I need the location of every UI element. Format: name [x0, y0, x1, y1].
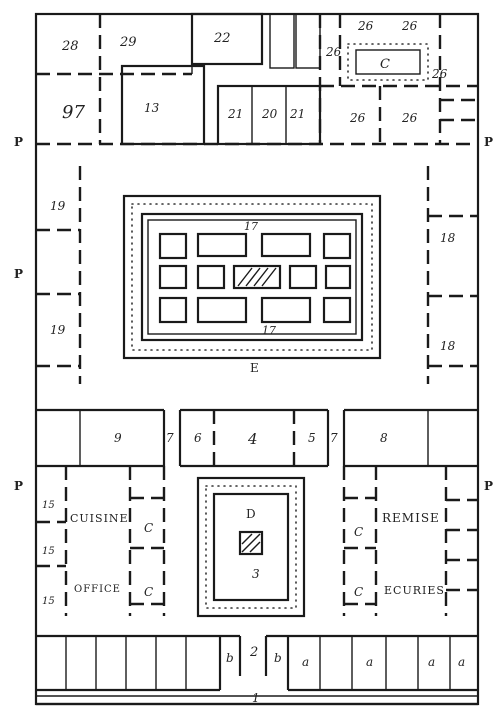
room-13 [120, 64, 206, 146]
atrium-outer [196, 476, 306, 618]
label-shop-b: b [226, 651, 234, 665]
label-c: C [144, 585, 153, 599]
label-room-21: 21 [227, 107, 243, 121]
central-basin [232, 264, 282, 290]
label-vestibule-2: 2 [249, 645, 258, 660]
label-room-20: 20 [261, 107, 278, 121]
label-room-26: 26 [401, 19, 418, 33]
label-room-28: 28 [61, 39, 79, 54]
label-shop-a: a [458, 655, 465, 669]
atrium-inner [212, 492, 290, 602]
atrium [196, 476, 306, 618]
label-room-5: 5 [308, 431, 316, 445]
label-room-13: 13 [144, 101, 160, 115]
label-cuisine: CUISINE [70, 512, 129, 525]
label-room-15: 15 [42, 546, 55, 557]
label-room-22: 22 [213, 31, 231, 46]
label-room-7: 7 [330, 431, 338, 445]
label-shop-a: a [366, 655, 373, 669]
label-portico: P [484, 135, 493, 149]
label-room-97: 97 [62, 102, 85, 123]
label-street-1: 1 [252, 691, 260, 705]
label-room-26: 26 [401, 111, 418, 125]
label-ecuries: ECURIES [384, 584, 445, 597]
rooms-21-20-21 [216, 84, 322, 146]
impluvium [238, 530, 264, 556]
label-portico: P [484, 479, 493, 493]
label-c: C [144, 521, 153, 535]
label-remise: REMISE [382, 511, 440, 525]
label-court-c: C [380, 57, 390, 72]
room-small-b [295, 13, 321, 69]
label-room-15: 15 [42, 596, 55, 607]
parterre [196, 264, 226, 290]
label-room-6: 6 [194, 431, 202, 445]
room-labels: 28 29 22 26 26 26 26 26 26 C 97 13 21 20… [14, 19, 493, 705]
label-c: C [354, 525, 363, 539]
room-small-a [269, 13, 295, 69]
label-room-19: 19 [50, 323, 66, 337]
label-office: OFFICE [74, 584, 121, 595]
top-block [36, 12, 478, 146]
label-room-21: 21 [289, 107, 305, 121]
label-room-26: 26 [349, 111, 366, 125]
label-room-9: 9 [114, 431, 122, 445]
parterre [322, 232, 352, 260]
label-shop-a: a [428, 655, 435, 669]
label-peristyle-e: E [250, 361, 259, 375]
label-portico: P [14, 267, 23, 281]
label-garden-17: 17 [244, 220, 258, 233]
label-room-8: 8 [380, 431, 388, 445]
label-room-15: 15 [42, 500, 55, 511]
east-rooms [426, 166, 478, 384]
label-room-18: 18 [440, 231, 456, 245]
stable-wing [342, 466, 478, 616]
label-portico: P [14, 135, 23, 149]
parterre [196, 232, 248, 258]
parterre [288, 264, 318, 290]
shops-row [36, 634, 478, 692]
label-portico: P [14, 479, 23, 493]
parterre [158, 264, 188, 290]
label-shop-a: a [302, 655, 309, 669]
atrium-colonnade [205, 485, 297, 609]
label-room-29: 29 [119, 35, 137, 50]
parterre [322, 296, 352, 324]
garden-peristyle [122, 194, 382, 360]
label-room-26: 26 [325, 45, 342, 59]
garden-bed [140, 212, 364, 342]
garden [122, 194, 382, 360]
label-atrium-d: D [246, 507, 256, 521]
parterre [324, 264, 352, 290]
label-room-19: 19 [50, 199, 66, 213]
middle-band [36, 408, 478, 468]
label-c: C [354, 585, 363, 599]
parterre [158, 296, 188, 324]
label-room-3: 3 [252, 567, 260, 581]
label-room-4: 4 [247, 430, 258, 448]
parterre [196, 296, 248, 324]
label-room-26: 26 [357, 19, 374, 33]
label-room-7: 7 [166, 431, 174, 445]
parterre [260, 232, 312, 258]
label-shop-b: b [274, 651, 282, 665]
west-rooms [36, 166, 82, 384]
label-room-18: 18 [440, 339, 456, 353]
room-22 [190, 12, 264, 66]
kitchen-wing [36, 466, 166, 616]
parterre [158, 232, 188, 260]
court-c [355, 49, 421, 75]
garden-colonnade [131, 203, 373, 351]
label-room-26: 26 [431, 67, 448, 81]
garden-bed-inner [147, 219, 357, 335]
parterre [260, 296, 312, 324]
court-c-border [347, 43, 429, 81]
label-garden-17: 17 [262, 324, 276, 337]
